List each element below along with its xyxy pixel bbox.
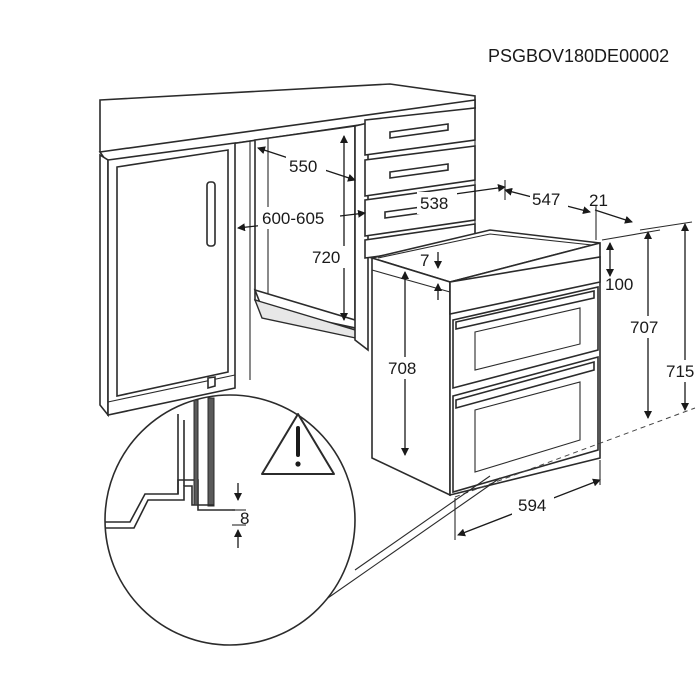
oven-depth-label: 547 <box>532 190 560 209</box>
oven-panel-height-label: 100 <box>605 275 633 294</box>
oven-body-height-label: 708 <box>388 359 416 378</box>
oven-panel-label: 21 <box>589 191 608 210</box>
warning-triangle-icon <box>261 413 335 475</box>
oven-inner-height-label: 707 <box>630 318 658 337</box>
drawer-stack <box>364 107 476 259</box>
oven-body-width-label: 538 <box>420 194 448 213</box>
detail-gap-label: 8 <box>240 509 249 528</box>
cabinet-depth-label: 550 <box>289 157 317 176</box>
built-in-oven <box>368 229 601 497</box>
oven-top-gap-label: 7 <box>420 251 429 270</box>
cabinet-height-label: 720 <box>312 248 340 267</box>
oven-front-width-label: 594 <box>518 496 546 515</box>
reference-code: PSGBOV180DE00002 <box>488 46 669 66</box>
oven-total-height-label: 715 <box>666 362 694 381</box>
cabinet-width-label: 600-605 <box>262 209 324 228</box>
